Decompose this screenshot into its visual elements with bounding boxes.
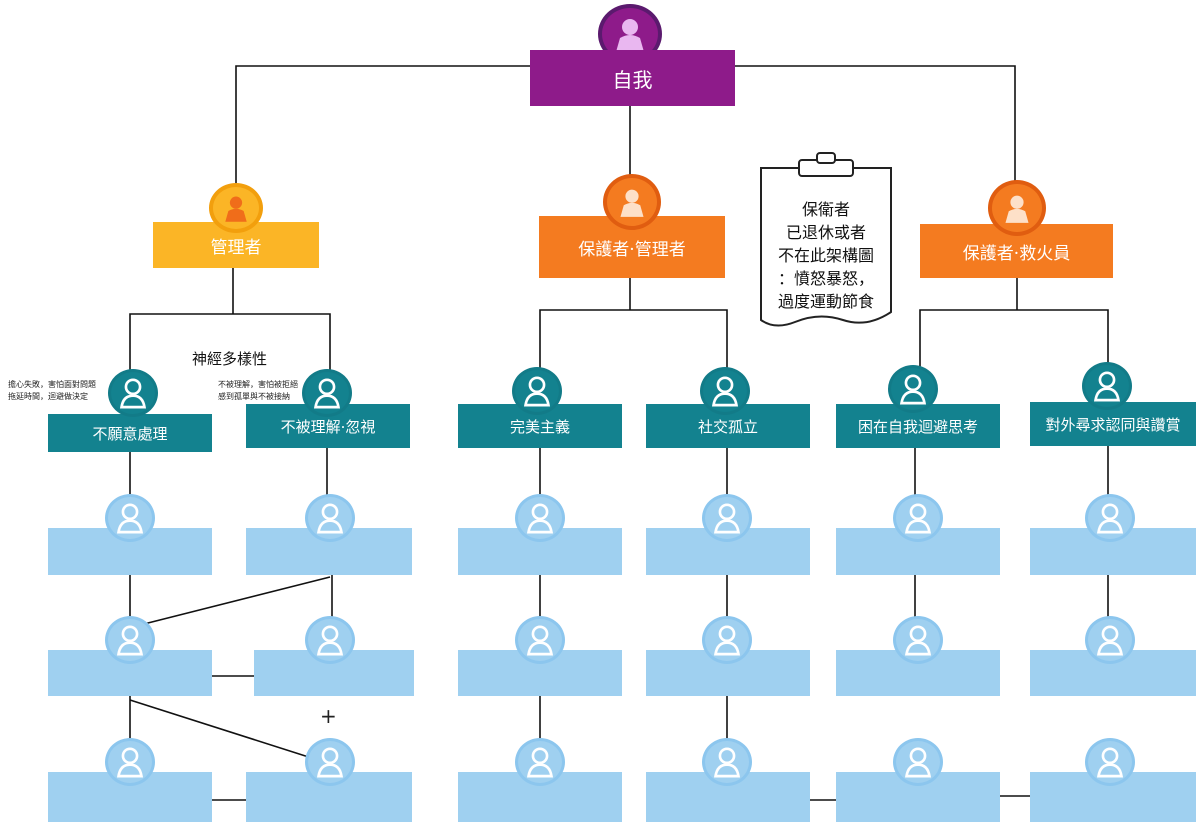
person-icon <box>893 494 943 542</box>
person-icon <box>603 174 661 230</box>
person-icon <box>988 180 1046 236</box>
person-icon <box>893 738 943 786</box>
clipboard-line: 已退休或者 <box>785 223 866 242</box>
person-icon <box>1085 494 1135 542</box>
person-icon <box>305 738 355 786</box>
person-icon <box>305 616 355 664</box>
note-line: 不被理解，害怕被拒絕 <box>218 380 298 389</box>
person-icon <box>1082 362 1132 410</box>
person-icon <box>105 494 155 542</box>
person-icon <box>515 738 565 786</box>
person-icon <box>702 738 752 786</box>
left-note: 擔心失敗，害怕面對問題 拖延時間，迴避做決定 <box>8 379 96 403</box>
person-icon <box>700 367 750 415</box>
person-icon <box>515 494 565 542</box>
clipboard-note: 保衛者 已退休或者 不在此架構圖 ：憤怒暴怒， 過度運動節食 <box>757 152 895 330</box>
clipboard-line: ：憤怒暴怒， <box>777 269 874 288</box>
person-icon <box>888 365 938 413</box>
person-icon <box>305 494 355 542</box>
note-line: 拖延時間，迴避做決定 <box>8 392 88 401</box>
person-icon <box>1085 738 1135 786</box>
person-icon <box>702 494 752 542</box>
diversity-label: 神經多樣性 <box>192 350 268 368</box>
person-icon <box>515 616 565 664</box>
role-label: 不被理解·忽視 <box>246 404 410 448</box>
clipboard-line: 過度運動節食 <box>777 292 874 311</box>
person-icon <box>893 616 943 664</box>
role-label: 對外尋求認同與讚賞 <box>1030 402 1196 446</box>
person-icon <box>512 367 562 415</box>
right-note: 不被理解，害怕被拒絕 感到孤單與不被接納 <box>218 379 298 403</box>
person-icon <box>702 616 752 664</box>
note-line: 擔心失敗，害怕面對問題 <box>8 380 96 389</box>
role-label: 困在自我迴避思考 <box>836 404 1000 448</box>
clipboard-line: 保衛者 <box>801 200 850 219</box>
person-icon <box>302 369 352 417</box>
role-label: 不願意處理 <box>48 414 212 452</box>
person-icon <box>1085 616 1135 664</box>
clipboard-line: 不在此架構圖 <box>777 246 874 265</box>
note-line: 感到孤單與不被接納 <box>218 392 290 401</box>
clipboard-text: 保衛者 已退休或者 不在此架構圖 ：憤怒暴怒， 過度運動節食 <box>761 198 891 313</box>
person-icon <box>105 616 155 664</box>
root-label: 自我 <box>530 50 735 106</box>
clipboard-icon <box>760 152 892 327</box>
person-icon <box>209 183 263 233</box>
person-icon <box>108 369 158 417</box>
plus-sign: + <box>320 704 337 728</box>
person-icon <box>105 738 155 786</box>
